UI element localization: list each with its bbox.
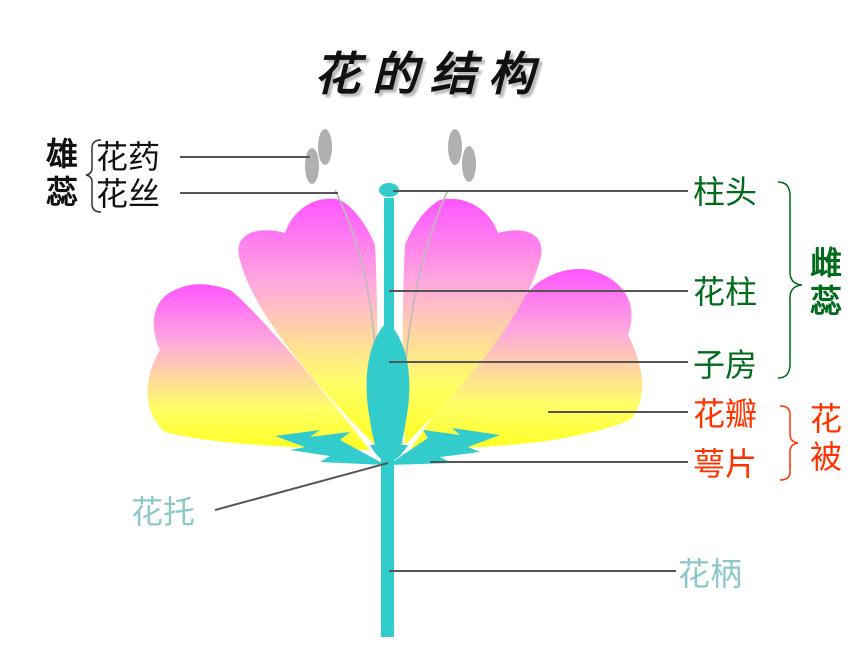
label-style: 花柱 xyxy=(693,273,758,311)
pistil-group-char-1: 雌 xyxy=(809,244,842,282)
stamen-brace xyxy=(85,139,102,213)
stamen-group-char-1: 雄 xyxy=(45,135,78,173)
petal-right-inner xyxy=(402,198,542,445)
leader-receptacle xyxy=(214,462,389,511)
stamen-group-label: 雄 蕊 xyxy=(45,135,79,211)
label-anther: 花药 xyxy=(96,138,161,176)
label-petal: 花瓣 xyxy=(693,395,758,433)
diagram-title: 花的结构 xyxy=(314,47,546,101)
sepal-left xyxy=(275,430,386,465)
label-pedicel: 花柄 xyxy=(678,555,743,593)
label-filament: 花丝 xyxy=(96,175,161,213)
stigma xyxy=(379,183,399,197)
pistil-group-char-2: 蕊 xyxy=(809,282,842,320)
stamen-group-char-2: 蕊 xyxy=(45,173,78,211)
petal-left-inner xyxy=(238,198,378,445)
sepal-right xyxy=(388,428,500,465)
petal-right-outer xyxy=(410,269,643,450)
ovary xyxy=(366,322,410,462)
pistil-group-label: 雌 蕊 xyxy=(809,244,843,320)
perianth-group-char-2: 被 xyxy=(809,438,842,476)
anther-left-back xyxy=(318,129,332,165)
label-receptacle: 花托 xyxy=(131,493,196,531)
anther-right-front xyxy=(462,146,476,182)
style xyxy=(384,198,394,330)
label-sepal: 萼片 xyxy=(693,445,758,483)
anther-right-back xyxy=(448,129,462,165)
perianth-brace xyxy=(779,405,799,481)
perianth-group-label: 花 被 xyxy=(809,400,843,476)
pistil-brace xyxy=(777,181,803,379)
perianth-group-char-1: 花 xyxy=(809,400,842,438)
pedicel-stem xyxy=(381,440,394,637)
label-stigma: 柱头 xyxy=(693,173,758,211)
label-ovary: 子房 xyxy=(693,346,758,384)
anther-left-front xyxy=(305,148,319,184)
petal-left-outer xyxy=(147,284,370,450)
